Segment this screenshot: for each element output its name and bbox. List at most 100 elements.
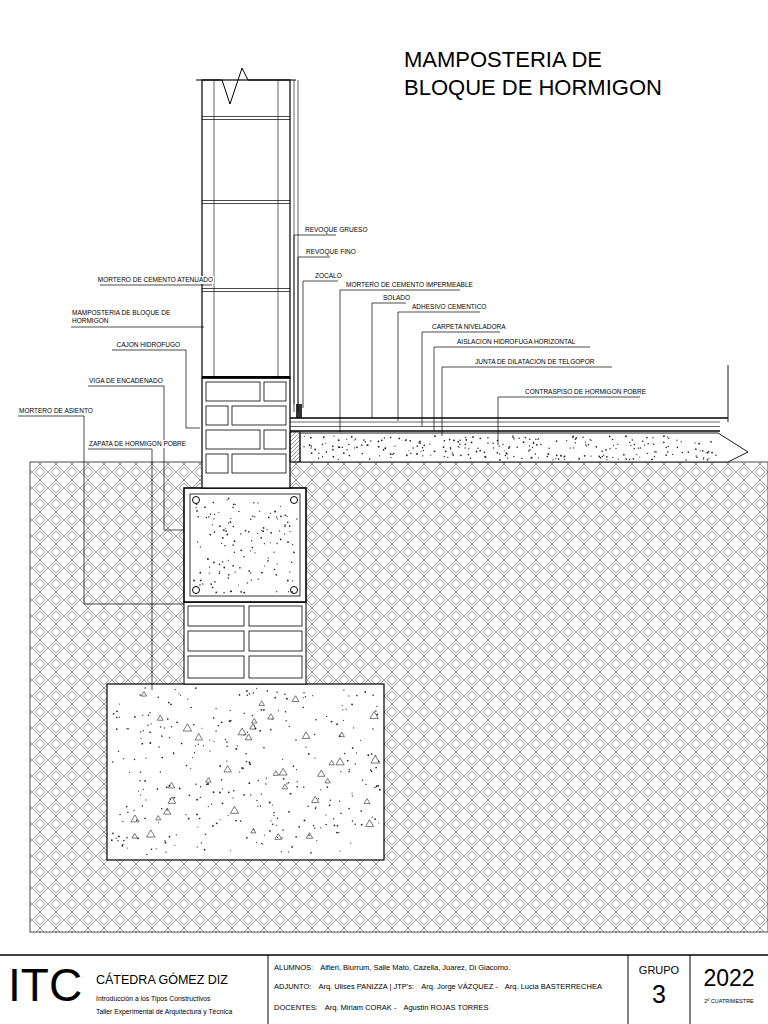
concrete-aggregate (694, 442, 695, 443)
concrete-aggregate (625, 436, 626, 437)
title-block-text: ADJUNTO: (274, 983, 311, 992)
concrete-aggregate (378, 446, 380, 448)
concrete-aggregate (272, 804, 273, 805)
concrete-aggregate (216, 822, 218, 824)
concrete-aggregate (251, 540, 252, 541)
concrete-aggregate (209, 739, 210, 740)
concrete-aggregate (584, 455, 586, 457)
concrete-aggregate (572, 437, 573, 438)
concrete-aggregate (493, 447, 494, 448)
concrete-aggregate (320, 789, 321, 790)
concrete-aggregate (536, 439, 537, 440)
concrete-aggregate (273, 812, 275, 814)
concrete-aggregate (323, 436, 325, 438)
callout-label: CAJON HIDROFUGO (115, 341, 181, 349)
concrete-aggregate (465, 439, 467, 441)
concrete-aggregate (196, 510, 198, 512)
concrete-aggregate (230, 518, 231, 519)
concrete-aggregate (355, 824, 356, 825)
concrete-aggregate (412, 447, 414, 449)
concrete-aggregate (219, 792, 221, 794)
concrete-aggregate (230, 591, 232, 593)
concrete-aggregate (372, 816, 373, 817)
concrete-aggregate (134, 759, 135, 760)
concrete-aggregate (291, 591, 293, 593)
concrete-aggregate (219, 564, 221, 566)
concrete-aggregate (354, 447, 355, 448)
concrete-aggregate (259, 511, 260, 512)
block-wall (202, 376, 290, 378)
concrete-aggregate (158, 746, 159, 747)
concrete-aggregate (234, 552, 235, 553)
concrete-aggregate (497, 452, 499, 454)
concrete-aggregate (601, 451, 603, 453)
concrete-aggregate (225, 739, 226, 740)
concrete-aggregate (333, 456, 334, 457)
concrete-aggregate (347, 760, 349, 762)
concrete-aggregate (618, 458, 619, 459)
title-block-frame (268, 955, 690, 1024)
concrete-aggregate (293, 551, 295, 553)
concrete-aggregate (262, 531, 263, 532)
concrete-aggregate (222, 788, 223, 789)
concrete-aggregate (258, 579, 259, 580)
concrete-aggregate (312, 796, 319, 802)
concrete-aggregate (331, 721, 333, 723)
concrete-aggregate (434, 450, 436, 452)
concrete-aggregate (245, 734, 252, 740)
concrete-aggregate (638, 448, 639, 449)
concrete-aggregate (330, 799, 331, 800)
leader-lines (71, 327, 204, 328)
concrete-aggregate (339, 801, 340, 802)
concrete-aggregate (304, 819, 306, 821)
concrete-aggregate (452, 452, 453, 453)
concrete-aggregate (204, 506, 205, 507)
concrete-aggregate (332, 456, 334, 458)
concrete-aggregate (329, 805, 331, 807)
concrete-aggregate (406, 454, 408, 456)
concrete-aggregate (279, 530, 280, 531)
concrete-aggregate (201, 842, 202, 843)
concrete-aggregate (585, 441, 586, 442)
concrete-aggregate (289, 726, 290, 727)
concrete-aggregate (270, 532, 272, 534)
concrete-aggregate (176, 721, 178, 723)
concrete-aggregate (502, 444, 503, 445)
concrete-aggregate (379, 789, 381, 791)
concrete-aggregate (393, 453, 395, 455)
title-block-text: Taller Experimental de Arquitectura y Té… (96, 1008, 232, 1016)
concrete-aggregate (232, 565, 234, 567)
concrete-aggregate (518, 438, 520, 440)
concrete-aggregate (210, 513, 211, 514)
concrete-aggregate (633, 458, 635, 460)
concrete-aggregate (214, 581, 216, 583)
concrete-aggregate (345, 708, 346, 709)
concrete-aggregate (651, 458, 653, 460)
floor-layers (728, 365, 729, 422)
concrete-aggregate (287, 516, 288, 517)
concrete-aggregate (533, 442, 535, 444)
concrete-aggregate (268, 714, 274, 719)
concrete-aggregate (379, 455, 380, 456)
concrete-aggregate (606, 456, 608, 458)
concrete-aggregate (140, 731, 141, 732)
concrete-aggregate (145, 799, 146, 800)
concrete-aggregate (226, 499, 227, 500)
waterproof-box-bricks (202, 378, 290, 488)
concrete-aggregate (633, 448, 635, 450)
concrete-aggregate (390, 457, 391, 458)
concrete-aggregate (140, 772, 142, 774)
leader-lines (100, 285, 212, 286)
concrete-aggregate (695, 455, 696, 456)
concrete-aggregate (198, 743, 199, 744)
concrete-aggregate (636, 454, 637, 455)
concrete-aggregate (665, 447, 667, 449)
concrete-aggregate (228, 574, 230, 576)
concrete-aggregate (296, 769, 297, 770)
concrete-aggregate (273, 771, 278, 776)
concrete-aggregate (682, 452, 684, 454)
concrete-aggregate (398, 438, 400, 440)
concrete-aggregate (623, 454, 625, 456)
concrete-aggregate (334, 825, 336, 827)
concrete-aggregate (230, 806, 238, 813)
